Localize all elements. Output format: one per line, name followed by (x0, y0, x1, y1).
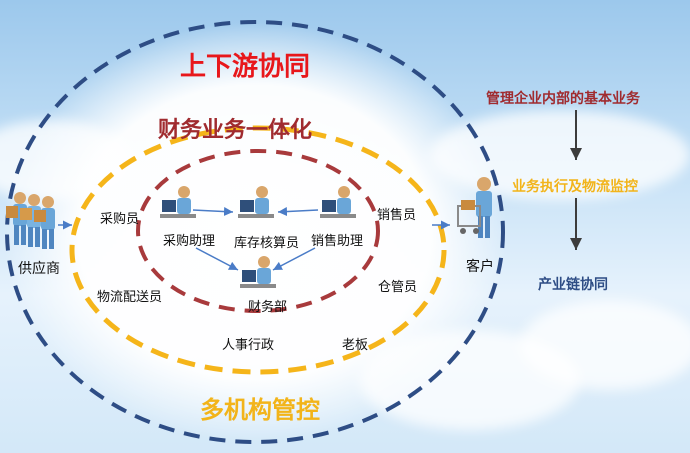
supplier-figures (6, 192, 55, 249)
middle-ring (69, 125, 447, 375)
sales-assistant-figure (320, 186, 356, 218)
supplier-label: 供应商 (18, 261, 60, 277)
role-purchaser: 采购员 (100, 212, 140, 227)
node-purchase-assistant: 采购助理 (163, 234, 216, 249)
inventory-accountant-figure (238, 186, 274, 218)
role-sales: 销售员 (377, 208, 417, 223)
customer-figure (457, 177, 492, 238)
panel-item-execution: 业务执行及物流监控 (512, 179, 638, 195)
role-logistics: 物流配送员 (97, 290, 163, 305)
inner-ring (136, 149, 380, 313)
bottom-title: 多机构管控 (200, 396, 320, 424)
outer-title: 上下游协同 (180, 52, 311, 82)
arrow-purchase-to-inventory (192, 207, 234, 217)
role-warehouse: 仓管员 (378, 280, 418, 295)
panel-item-chain: 产业链协同 (538, 277, 608, 293)
arrow-sales-to-finance (272, 247, 316, 271)
node-sales-assistant: 销售助理 (311, 234, 364, 249)
node-inventory-accountant: 库存核算员 (234, 236, 300, 251)
inner-title: 财务业务一体化 (158, 118, 313, 143)
finance-figure (240, 256, 276, 288)
arrow-sales-to-inventory (277, 207, 319, 217)
node-finance: 财务部 (248, 300, 288, 315)
purchase-assistant-figure (160, 186, 196, 218)
panel-item-internal: 管理企业内部的基本业务 (486, 91, 640, 107)
role-hr: 人事行政 (222, 338, 275, 353)
role-boss: 老板 (342, 338, 369, 353)
customer-label: 客户 (466, 259, 494, 275)
outer-ring (5, 20, 505, 444)
arrow-purchase-to-finance (195, 247, 239, 271)
